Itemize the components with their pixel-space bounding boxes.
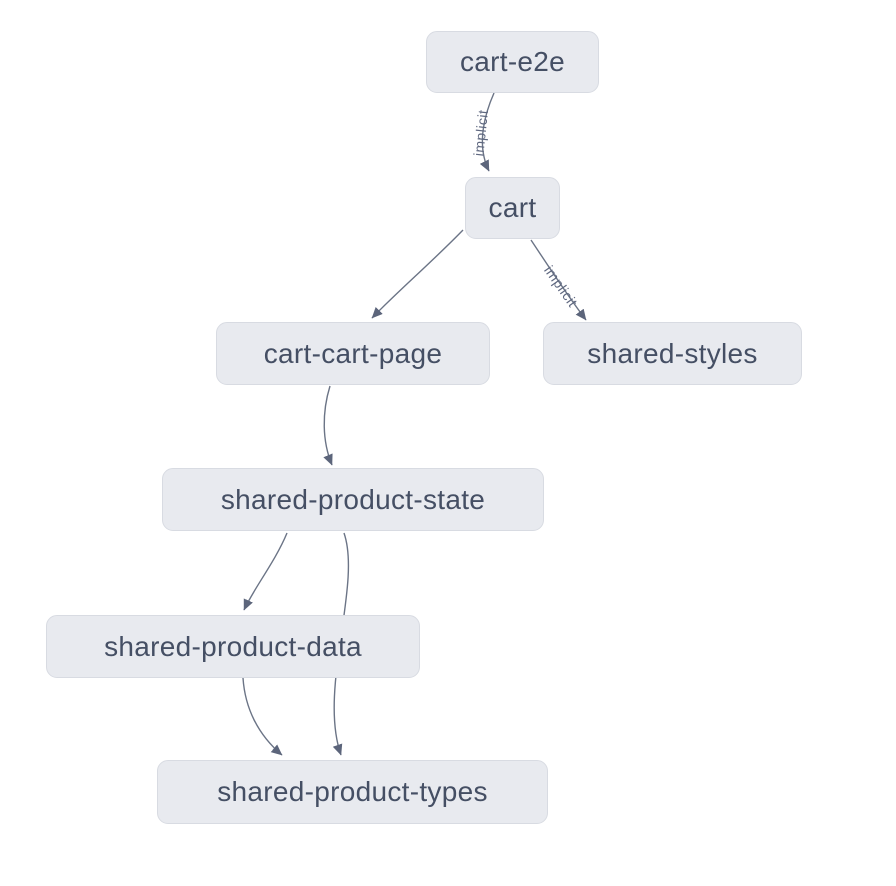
edge-cart-to-shared-styles bbox=[530, 239, 587, 321]
edge-shared-product-data-to-shared-product-types bbox=[242, 677, 283, 756]
graph-node-cart-cart-page[interactable]: cart-cart-page bbox=[216, 322, 490, 385]
edge-cart-cart-page-to-shared-product-state bbox=[323, 385, 333, 466]
graph-node-cart[interactable]: cart bbox=[465, 177, 560, 239]
edge-cart-e2e-to-cart bbox=[479, 92, 495, 172]
edge-shared-product-state-to-shared-product-data bbox=[243, 532, 288, 611]
edge-cart-to-cart-cart-page bbox=[371, 229, 464, 319]
edge-label-implicit-cart-e2e-cart: implicit bbox=[470, 109, 491, 157]
graph-node-cart-e2e[interactable]: cart-e2e bbox=[426, 31, 599, 93]
graph-node-shared-product-state[interactable]: shared-product-state bbox=[162, 468, 544, 531]
edge-label-implicit-cart-shared-styles: implicit bbox=[541, 263, 581, 310]
graph-node-shared-styles[interactable]: shared-styles bbox=[543, 322, 802, 385]
graph-node-shared-product-data[interactable]: shared-product-data bbox=[46, 615, 420, 678]
graph-node-shared-product-types[interactable]: shared-product-types bbox=[157, 760, 548, 824]
